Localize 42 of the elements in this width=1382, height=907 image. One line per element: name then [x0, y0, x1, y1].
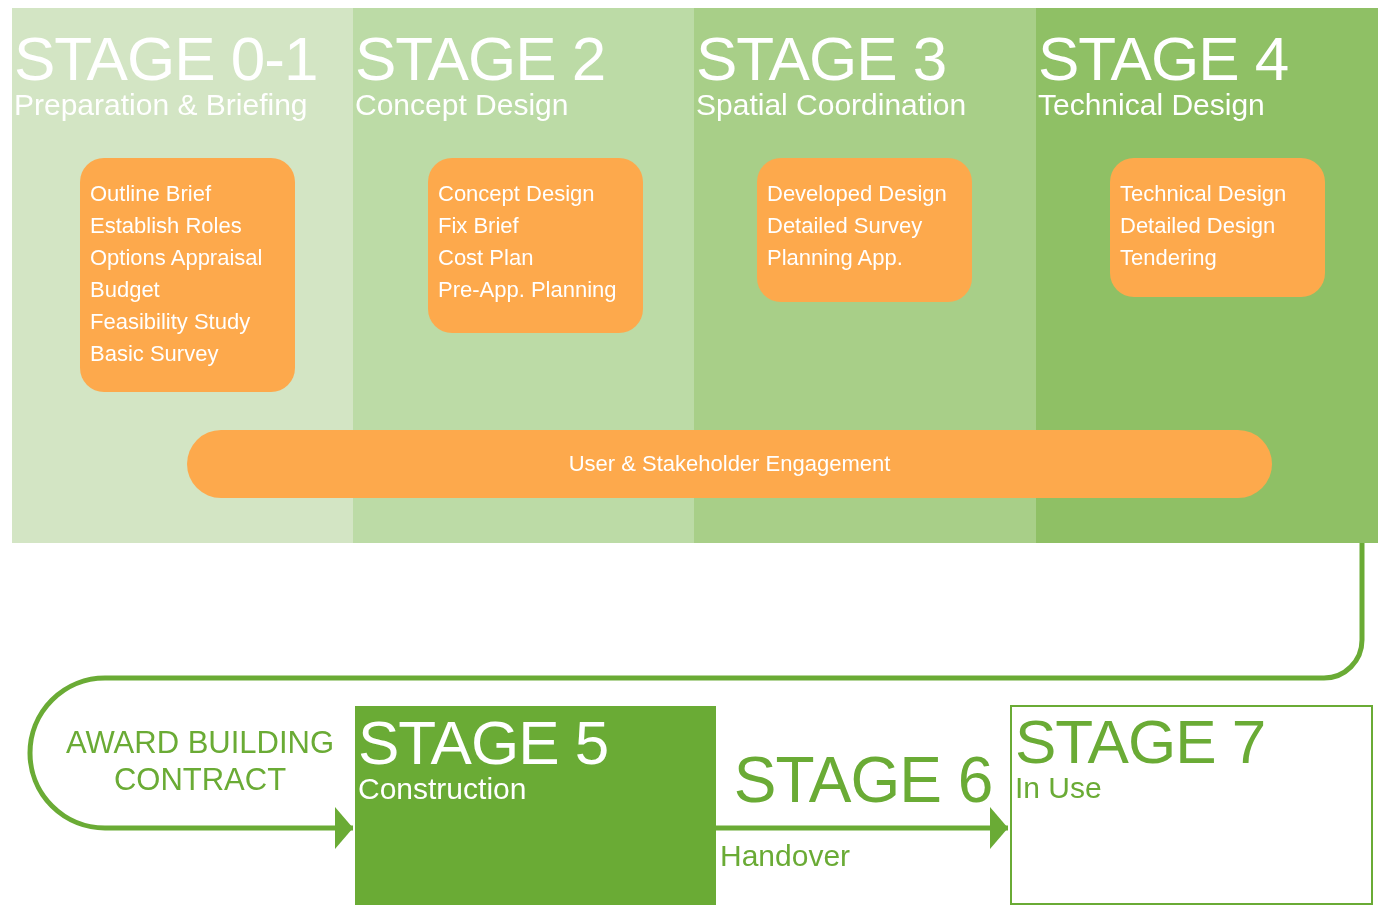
stage-title: STAGE 4: [1038, 28, 1289, 90]
list-item: Budget: [90, 276, 160, 304]
flow-arrow: [27, 543, 1365, 849]
list-item: Basic Survey: [90, 340, 219, 368]
stage-title: STAGE 5: [358, 712, 609, 774]
task-box: [80, 158, 295, 392]
stage-subtitle: Concept Design: [355, 88, 569, 121]
stage-title: STAGE 3: [696, 28, 947, 90]
list-item: Establish Roles: [90, 212, 242, 240]
stage-subtitle: Construction: [358, 772, 527, 805]
list-item: Planning App.: [767, 244, 903, 272]
stage-band: [12, 8, 353, 543]
stage-box: [1010, 705, 1373, 905]
list-item: Detailed Design: [1120, 212, 1276, 240]
stage-title: STAGE 7: [1015, 711, 1266, 773]
list-item: Fix Brief: [438, 212, 519, 240]
stage-band: [1036, 8, 1378, 543]
edge-label: STAGE 6: [732, 743, 994, 818]
stage-subtitle: Preparation & Briefing: [14, 88, 308, 121]
list-item: Technical Design: [1120, 180, 1287, 208]
task-box: [1110, 158, 1325, 297]
stage-subtitle: Handover: [720, 838, 851, 874]
list-item: Outline Brief: [90, 180, 212, 208]
list-item: Detailed Survey: [767, 212, 923, 240]
list-item: Tendering: [1120, 244, 1217, 272]
stage-subtitle: Technical Design: [1038, 88, 1265, 121]
list-item: Developed Design: [767, 180, 947, 208]
edge-label: AWARD BUILDING CONTRACT: [64, 724, 336, 799]
bar-label: User & Stakeholder Engagement: [568, 451, 891, 477]
list-item: Pre-App. Planning: [438, 276, 617, 304]
stage-subtitle: In Use: [1015, 771, 1102, 804]
list-item: Cost Plan: [438, 244, 534, 272]
stage-title: STAGE 0-1: [14, 28, 318, 90]
stage-box: [355, 706, 716, 905]
stage-title: STAGE 2: [355, 28, 606, 90]
task-box: [757, 158, 972, 302]
list-item: Options Appraisal: [90, 244, 263, 272]
stage-subtitle: Spatial Coordination: [696, 88, 967, 121]
list-item: Concept Design: [438, 180, 595, 208]
list-item: Feasibility Study: [90, 308, 251, 336]
flow-arrow: [716, 807, 1008, 849]
task-box: [428, 158, 643, 333]
